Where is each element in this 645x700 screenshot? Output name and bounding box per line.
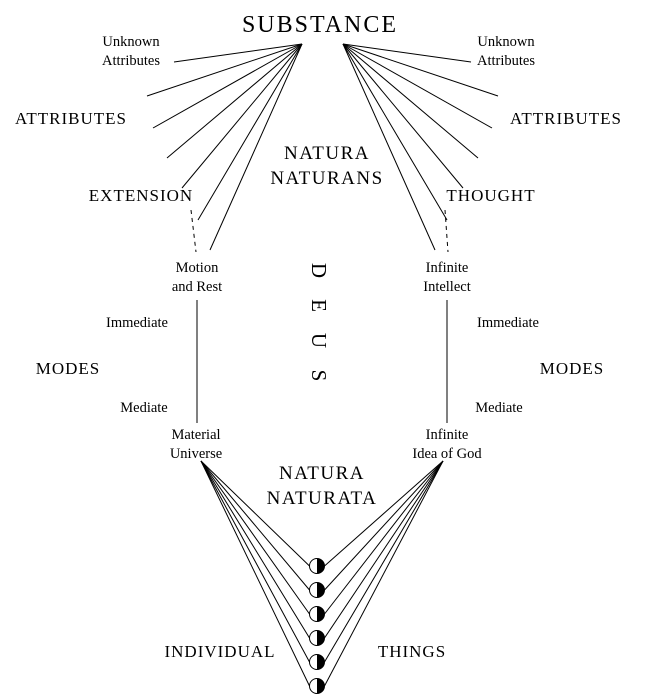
deus-letter-u: U (307, 333, 331, 349)
left-mediate-label: Mediate (120, 400, 168, 416)
natura-naturans-line2: NATURANS (270, 168, 383, 189)
right-fan-line (342, 43, 493, 129)
things-label: THINGS (378, 642, 446, 661)
right-fan-line (342, 43, 479, 159)
left-fan-line (152, 43, 303, 129)
right-fan-line (342, 43, 464, 189)
material-universe-line2: Universe (170, 446, 222, 462)
bottom-right-fan-line (324, 460, 444, 687)
individual-thing-node (309, 654, 325, 670)
bottom-left-fan-line (200, 460, 310, 615)
right-immediate-label: Immediate (477, 315, 539, 331)
substance-to-left-attributes-lines (146, 43, 303, 251)
left-fan-line (181, 43, 303, 189)
bottom-right-fan-line (324, 460, 444, 591)
infinite-intellect-line1: Infinite (426, 260, 469, 276)
deus-letter-e: E (307, 299, 331, 313)
left-fan-line (166, 43, 303, 159)
material-universe-to-things-lines (200, 460, 310, 687)
natura-naturata-line2: NATURATA (267, 488, 378, 509)
idea-of-god-to-things-lines (324, 460, 444, 687)
bottom-right-fan-line (324, 460, 444, 663)
right-fan-line (342, 43, 472, 63)
right-attributes-label: ATTRIBUTES (510, 109, 622, 128)
substance-label: SUBSTANCE (242, 12, 398, 38)
left-modes-label: MODES (36, 359, 101, 378)
left-fan-line (173, 43, 303, 63)
natura-naturata-line1: NATURA (279, 463, 365, 484)
bottom-right-fan-line (324, 460, 444, 639)
deus-letter-s: S (307, 370, 331, 383)
right-unknown-attributes-line2: Attributes (477, 53, 535, 69)
left-fan-line (197, 43, 303, 221)
material-universe-line1: Material (171, 427, 220, 443)
individual-thing-node (309, 630, 325, 646)
bottom-left-fan-line (200, 460, 310, 639)
right-mediate-label: Mediate (475, 400, 523, 416)
left-immediate-label: Immediate (106, 315, 168, 331)
motion-and-rest-line2: and Rest (172, 279, 222, 295)
thought-label: THOUGHT (446, 186, 535, 205)
substance-to-right-attributes-lines (342, 43, 499, 251)
individual-thing-nodes (309, 558, 325, 694)
right-fan-line (342, 43, 448, 221)
thought-to-intellect-dashed-line (444, 209, 449, 253)
infinite-intellect-line2: Intellect (423, 279, 471, 295)
natura-naturans-line1: NATURA (284, 143, 370, 164)
extension-to-motion-dashed-line (190, 209, 197, 253)
left-attributes-label: ATTRIBUTES (15, 109, 127, 128)
bottom-left-fan-line (200, 460, 310, 567)
left-fan-line (209, 43, 303, 251)
extension-label: EXTENSION (89, 186, 193, 205)
right-modes-label: MODES (540, 359, 605, 378)
motion-and-rest-line1: Motion (176, 260, 219, 276)
left-fan-line (146, 43, 303, 97)
bottom-left-fan-line (200, 460, 310, 687)
left-unknown-attributes-line1: Unknown (102, 34, 160, 50)
deus-letter-d: D (307, 263, 331, 279)
infinite-idea-of-god-line2: Idea of God (412, 446, 482, 462)
individual-thing-node (309, 606, 325, 622)
right-fan-line (342, 43, 499, 97)
individual-thing-node (309, 582, 325, 598)
individual-label: INDIVIDUAL (164, 642, 275, 661)
individual-thing-node (309, 678, 325, 694)
infinite-idea-of-god-line1: Infinite (426, 427, 469, 443)
bottom-left-fan-line (200, 460, 310, 591)
bottom-right-fan-line (324, 460, 444, 615)
left-unknown-attributes-line2: Attributes (102, 53, 160, 69)
right-fan-line (342, 43, 436, 251)
bottom-right-fan-line (324, 460, 444, 567)
right-unknown-attributes-line1: Unknown (477, 34, 535, 50)
deus-vertical-label: D E U S (307, 263, 331, 382)
bottom-left-fan-line (200, 460, 310, 663)
individual-thing-node (309, 558, 325, 574)
